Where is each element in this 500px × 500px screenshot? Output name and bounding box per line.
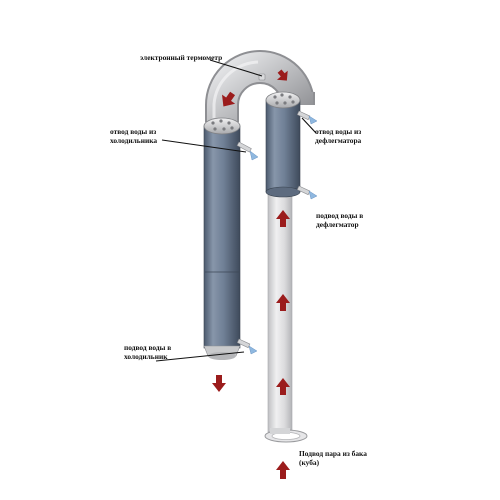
label-steam-in: Подвод пара из бака (куба) bbox=[299, 449, 367, 467]
water-nozzle-icon bbox=[236, 110, 311, 349]
label-cooler-water-out: отвод воды из холодильника bbox=[110, 127, 158, 145]
vapor-column bbox=[264, 189, 308, 443]
u-bend bbox=[205, 50, 315, 122]
flow-arrow-icon bbox=[212, 69, 290, 479]
water-flow-arrows bbox=[248, 115, 318, 355]
cooler-jacket bbox=[203, 117, 241, 360]
dephlegmator-jacket bbox=[265, 91, 301, 198]
label-cooler-water-in: подвод воды в холодильник bbox=[124, 343, 172, 361]
label-dephlegmator-water-in: подвод воды в дефлегматор bbox=[316, 211, 364, 229]
label-dephlegmator-water-out: отвод воды из дефлегматора bbox=[315, 127, 362, 145]
leader-lines bbox=[155, 59, 317, 362]
label-thermometer: электронный термометр bbox=[140, 53, 223, 62]
